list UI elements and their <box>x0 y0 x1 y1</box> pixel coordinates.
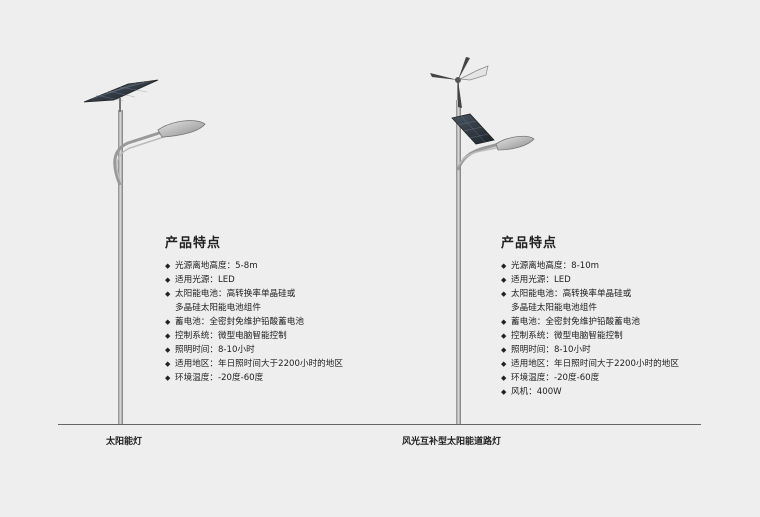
feature-item: ◆光源离地高度：5-8m <box>165 261 258 271</box>
right-features: 产品特点 ◆光源离地高度：8-10m ◆适用光源：LED ◆太阳能电池：高转换率… <box>501 232 679 399</box>
lamp-arm <box>113 126 176 186</box>
feature-item: ◆环境温度：-20度-60度 <box>165 373 264 383</box>
feature-item: ◆照明时间：8-10小时 <box>165 345 255 355</box>
feature-list: ◆光源离地高度：8-10m ◆适用光源：LED ◆太阳能电池：高转换率单晶硅或 … <box>501 259 679 399</box>
feature-item: ◆控制系统：微型电脑智能控制 <box>501 331 623 341</box>
feature-item: ◆照明时间：8-10小时 <box>501 345 591 355</box>
turbine-blade <box>458 80 462 108</box>
feature-item: ◆太阳能电池：高转换率单晶硅或 <box>501 289 632 299</box>
feature-item-continuation: 多晶硅太阳能电池组件 <box>511 303 597 313</box>
right-caption: 风光互补型太阳能道路灯 <box>402 437 502 447</box>
lamp-head <box>157 120 206 138</box>
feature-item: ◆蓄电池：全密封免维护铅酸蓄电池 <box>501 317 640 327</box>
features-title: 产品特点 <box>165 236 222 251</box>
feature-item: ◆光源离地高度：8-10m <box>501 261 600 271</box>
solar-lamp-left <box>83 79 206 424</box>
lamp-pole <box>118 110 123 424</box>
feature-item-continuation: 多晶硅太阳能电池组件 <box>175 303 261 313</box>
turbine-blade <box>430 73 458 80</box>
feature-item: ◆控制系统：微型电脑智能控制 <box>165 331 287 341</box>
feature-item: ◆风机：400W <box>501 387 562 397</box>
lamp-pole <box>456 100 461 424</box>
feature-item: ◆适用地区：年日照时间大于2200小时的地区 <box>165 359 343 369</box>
wind-solar-lamp-right <box>430 57 535 424</box>
feature-item: ◆适用光源：LED <box>501 275 571 285</box>
left-features: 产品特点 ◆光源离地高度：5-8m ◆适用光源：LED ◆太阳能电池：高转换率单… <box>165 232 343 385</box>
feature-item: ◆太阳能电池：高转换率单晶硅或 <box>165 289 296 299</box>
feature-item: ◆适用光源：LED <box>165 275 235 285</box>
feature-list: ◆光源离地高度：5-8m ◆适用光源：LED ◆太阳能电池：高转换率单晶硅或 多… <box>165 259 343 385</box>
feature-item: ◆环境温度：-20度-60度 <box>501 373 600 383</box>
feature-item: ◆蓄电池：全密封免维护铅酸蓄电池 <box>165 317 304 327</box>
turbine-tail <box>458 65 489 81</box>
lamp-head <box>495 135 535 151</box>
feature-item: ◆适用地区：年日照时间大于2200小时的地区 <box>501 359 679 369</box>
turbine-blade <box>458 57 470 80</box>
ground-line <box>58 424 701 425</box>
features-title: 产品特点 <box>501 236 558 251</box>
left-caption: 太阳能灯 <box>106 437 143 447</box>
